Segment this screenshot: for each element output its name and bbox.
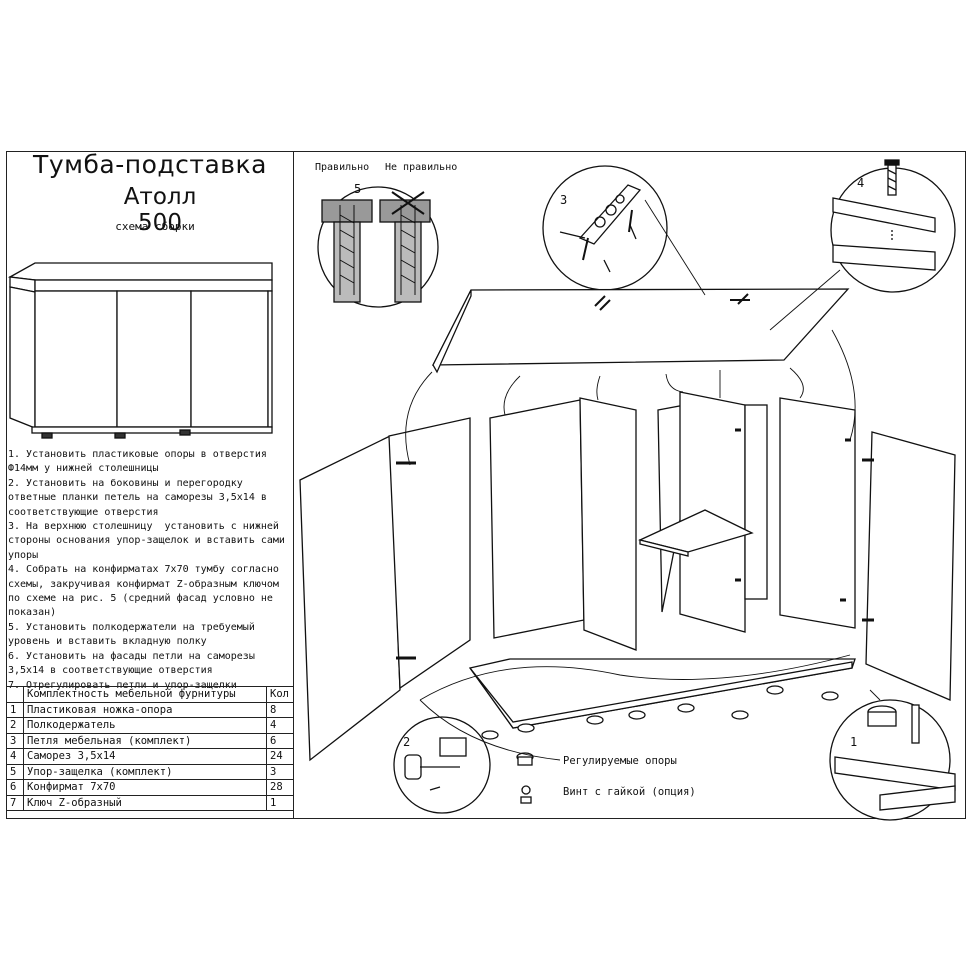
label-num1: 1 <box>850 735 858 749</box>
detail-3-latch <box>542 165 668 291</box>
detail-5-confirmat <box>317 186 439 308</box>
back-panel <box>489 399 585 639</box>
adjustable-feet-label: Регулируемые опоры <box>563 755 677 767</box>
detail-4-screw <box>830 159 956 293</box>
left-side-panel <box>388 417 471 690</box>
cabinet-preview <box>7 262 273 439</box>
step-5: 5. Установить полкодержатели на требуемы… <box>8 621 261 648</box>
assembly-steps: 1. Установить пластиковые опоры в отверс… <box>8 448 293 693</box>
label-incorrect: Не правильно <box>385 162 458 173</box>
step-4: 4. Собрать на конфирматах 7х70 тумбу сог… <box>8 564 285 619</box>
scheme-label: схема сборки <box>115 220 195 233</box>
panel-divider <box>293 151 294 819</box>
detail-1-foot <box>829 699 956 821</box>
table-header-name: Комплектность мебельной фурнитуры <box>23 686 267 703</box>
label-num2: 2 <box>403 735 411 749</box>
label-num3: 3 <box>560 193 568 207</box>
table-header-qty: Кол <box>266 686 294 703</box>
right-side-panel <box>779 397 856 629</box>
drawing-title: Тумба-подставка <box>33 150 267 179</box>
top-board <box>431 288 850 366</box>
screw-nut-label: Винт с гайкой (опция) <box>563 786 696 798</box>
detail-2-hinge <box>393 716 491 814</box>
left-door <box>299 434 401 762</box>
label-correct: Правильно <box>315 162 370 173</box>
feet <box>481 685 839 804</box>
step-6: 6. Установить на фасады петли на саморез… <box>8 650 261 677</box>
model-name: Атолл 500 <box>123 184 197 236</box>
step-1: 1. Установить пластиковые опоры в отверс… <box>8 449 273 475</box>
middle-divider <box>579 397 637 651</box>
assembly-guide-arrows <box>405 199 881 761</box>
table-header-row: Комплектность мебельной фурнитуры Кол <box>6 686 294 703</box>
bottom-board <box>468 658 856 729</box>
step-2: 2. Установить на боковины и перегородку … <box>8 477 273 518</box>
step-3: 3. На верхнюю столешницу установить с ни… <box>8 521 291 561</box>
right-door <box>865 431 956 701</box>
label-num4: 4 <box>857 176 865 190</box>
drawing-frame <box>6 151 966 819</box>
label-num5: 5 <box>354 182 362 196</box>
middle-right-door <box>679 391 746 633</box>
step-7: 7. Отрегулировать петли и упор-защелки <box>8 679 237 691</box>
